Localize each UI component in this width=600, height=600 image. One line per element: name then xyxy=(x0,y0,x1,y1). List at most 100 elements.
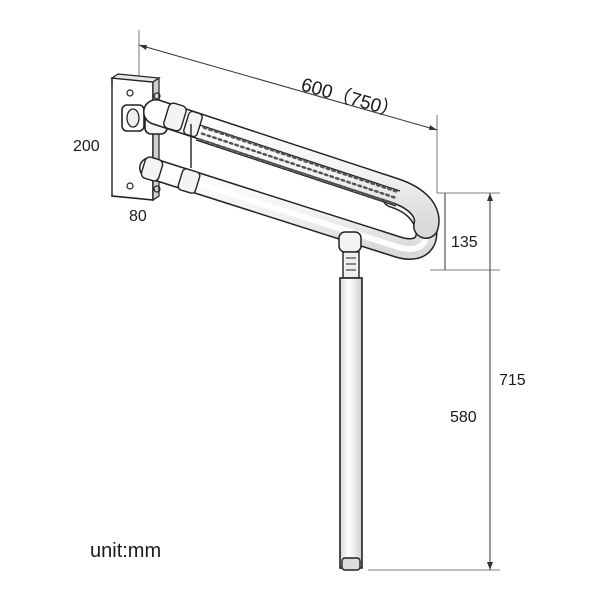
grip-dot xyxy=(273,156,279,160)
grip-dot xyxy=(381,185,387,189)
grip-dot xyxy=(344,186,350,190)
screw-hole-icon xyxy=(126,182,134,190)
grip-dot xyxy=(275,150,281,154)
grip-dot xyxy=(340,178,346,182)
grip-dot xyxy=(366,194,372,198)
grip-dot xyxy=(200,132,206,136)
grip-dot xyxy=(355,190,361,194)
grip-dot xyxy=(230,135,236,139)
grip-dot xyxy=(323,173,329,177)
grip-dot xyxy=(250,149,257,153)
grip-dot xyxy=(314,163,320,167)
grip-dot xyxy=(198,138,204,142)
grip-dot xyxy=(360,192,367,196)
grip-dot xyxy=(221,145,227,149)
right-dimensions xyxy=(368,192,500,571)
leg-length-label: 580 xyxy=(450,409,477,426)
grip-dot xyxy=(347,174,353,178)
grip-dot xyxy=(235,137,242,141)
grip-dot xyxy=(321,179,327,183)
grip-dot xyxy=(305,173,311,177)
grip-dot xyxy=(208,128,214,132)
grip-dot xyxy=(280,152,286,156)
grip-dot xyxy=(237,151,244,155)
grip-dot xyxy=(224,133,230,137)
grip-dot xyxy=(329,175,335,179)
grip-dot xyxy=(358,178,365,182)
grip-dot xyxy=(388,201,394,205)
grip-dot xyxy=(206,134,212,138)
grip-dot xyxy=(327,181,333,185)
plate-depth-label: 80 xyxy=(129,208,147,225)
grip-dot xyxy=(310,175,316,179)
grip-dot xyxy=(252,143,258,147)
grip-dot xyxy=(334,177,340,180)
grip-dot xyxy=(213,130,219,134)
grip-dot xyxy=(288,168,294,172)
grip-dot xyxy=(299,171,305,175)
width-label: 600（750） xyxy=(299,74,403,123)
support-leg xyxy=(338,231,363,571)
grip-dot xyxy=(210,142,216,146)
bar-spacing-label: 135 xyxy=(451,234,478,251)
grip-dot xyxy=(316,177,322,181)
grip-dot xyxy=(219,132,225,136)
grip-dot xyxy=(342,172,348,176)
grip-dot xyxy=(284,160,290,164)
grip-dot xyxy=(263,146,270,150)
grip-dot xyxy=(362,186,368,190)
grip-dot xyxy=(226,147,232,151)
grip-dot xyxy=(319,165,325,169)
grip-dot xyxy=(377,197,383,201)
grip-dot xyxy=(291,156,297,160)
grip-dot xyxy=(357,184,363,188)
grip-dot xyxy=(379,191,385,195)
grip-dot xyxy=(364,180,370,184)
grip-dot xyxy=(370,182,376,186)
grip-dot xyxy=(241,139,247,143)
grip-dot xyxy=(204,140,210,144)
grip-texture xyxy=(198,126,398,205)
grip-dot xyxy=(353,176,359,180)
grip-dot xyxy=(247,141,253,145)
grip-dot xyxy=(290,162,296,166)
grip-dot xyxy=(312,169,318,173)
grip-dot xyxy=(338,184,344,188)
grip-dot xyxy=(336,171,342,174)
grip-dot xyxy=(217,138,223,142)
grip-dot xyxy=(373,189,379,193)
grip-dot xyxy=(301,165,307,169)
grip-dot xyxy=(269,148,275,152)
grip-dot xyxy=(234,143,240,147)
grip-dot xyxy=(215,144,221,148)
grip-dot xyxy=(271,162,277,166)
grip-dot xyxy=(385,193,391,197)
grip-dot xyxy=(345,180,352,184)
grip-dot xyxy=(277,164,283,168)
grip-dot xyxy=(375,183,381,187)
grip-dot xyxy=(286,154,292,158)
grip-dot xyxy=(267,154,273,158)
grip-dot xyxy=(368,188,374,192)
grip-dot xyxy=(330,169,337,173)
grip-dot xyxy=(243,153,249,157)
grip-dot xyxy=(349,188,355,192)
grip-dot xyxy=(282,166,288,170)
grip-dot xyxy=(249,155,255,159)
grip-dot xyxy=(351,182,357,186)
grip-dot xyxy=(258,145,264,148)
grip-dot xyxy=(223,139,229,143)
grip-dot xyxy=(232,149,238,153)
grip-dot xyxy=(262,152,268,156)
total-height-label: 715 xyxy=(499,372,526,389)
grip-dot xyxy=(390,195,396,199)
grip-dot xyxy=(308,161,314,165)
grip-dot xyxy=(372,195,378,199)
unit-label: unit:mm xyxy=(90,540,161,562)
grip-dot xyxy=(278,158,284,162)
grip-dot xyxy=(265,160,272,164)
grip-dot xyxy=(254,157,260,160)
grip-dot xyxy=(392,189,398,193)
grip-dot xyxy=(295,164,301,167)
